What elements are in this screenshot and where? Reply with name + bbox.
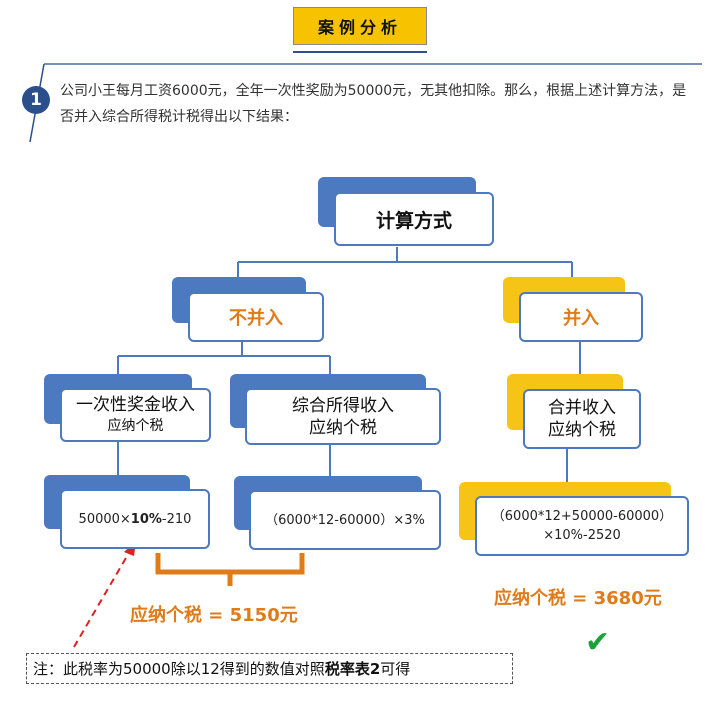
left-b-line2: 应纳个税 [309, 417, 377, 438]
branch-left-label: 不并入 [229, 308, 283, 329]
root-node-label: 计算方式 [375, 209, 452, 232]
footnote-tail: 可得 [380, 660, 411, 678]
root-node: 计算方式 [334, 192, 494, 246]
left-a-line2: 应纳个税 [107, 418, 164, 434]
footnote-text: 注：此税率为50000除以12得到的数值对照 [33, 660, 325, 678]
right-a-line2: 应纳个税 [548, 420, 616, 440]
intro-paragraph: 公司小王每月工资6000元，全年一次性奖励为50000元，无其他扣除。那么，根据… [60, 83, 687, 125]
checkmark-icon: ✔ [585, 625, 611, 660]
formula-left-a-text: 50000×10%-210 [78, 511, 192, 527]
footnote-emphasis: 税率表2 [324, 660, 381, 678]
branch-left-node: 不并入 [188, 292, 324, 342]
left-b-line1: 综合所得收入 [292, 395, 394, 416]
result-left: 应纳个税 = 5150元 [130, 605, 298, 626]
right-a-node: 合并收入 应纳个税 [523, 389, 641, 449]
formula-left-a-node: 50000×10%-210 [60, 489, 210, 549]
branch-right-node: 并入 [519, 292, 643, 342]
left-a-node: 一次性奖金收入 应纳个税 [60, 388, 211, 442]
left-a-line1: 一次性奖金收入 [76, 395, 195, 415]
sum-bracket [155, 553, 305, 575]
section-title: 案例分析 [293, 7, 427, 45]
formula-right-node: （6000*12+50000-60000） ×10%-2520 [475, 496, 689, 556]
result-right: 应纳个税 = 3680元 [494, 588, 662, 609]
formula-left-b-node: （6000*12-60000）×3% [249, 490, 441, 550]
section-badge: 案例分析 [293, 7, 427, 53]
formula-right-line1: （6000*12+50000-60000） [491, 509, 673, 524]
formula-left-b-text: （6000*12-60000）×3% [265, 512, 425, 528]
left-b-node: 综合所得收入 应纳个税 [245, 388, 441, 445]
badge-underline [293, 51, 427, 53]
step-number-badge: 1 [22, 86, 50, 114]
branch-right-label: 并入 [563, 308, 599, 329]
note-arrow [73, 550, 131, 648]
formula-right-line2: ×10%-2520 [543, 528, 621, 543]
right-a-line1: 合并收入 [548, 398, 616, 418]
